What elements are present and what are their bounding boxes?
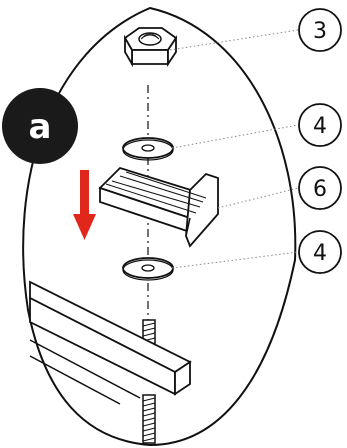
leader-4-upper — [171, 124, 299, 149]
step-badge-label: a — [29, 107, 52, 147]
frame-bar — [29, 280, 192, 405]
leader-4-lower — [171, 251, 299, 269]
hex-nut — [123, 27, 178, 68]
clamp-bracket — [98, 166, 219, 248]
leader-lines — [169, 29, 299, 269]
callout-4-upper: 4 — [298, 103, 342, 147]
leader-6 — [217, 187, 299, 209]
callout-3-number: 3 — [313, 19, 327, 44]
callout-6-number: 6 — [313, 177, 327, 202]
callout-4-lower: 4 — [298, 230, 342, 274]
down-arrow — [73, 170, 96, 240]
lower-washer — [122, 257, 174, 281]
upper-washer — [122, 137, 174, 161]
step-badge: a — [2, 88, 78, 164]
callout-4-lower-number: 4 — [313, 241, 327, 266]
callout-3: 3 — [298, 8, 342, 52]
callout-4-upper-number: 4 — [313, 114, 327, 139]
leader-3 — [169, 29, 299, 51]
callout-6: 6 — [298, 166, 342, 210]
